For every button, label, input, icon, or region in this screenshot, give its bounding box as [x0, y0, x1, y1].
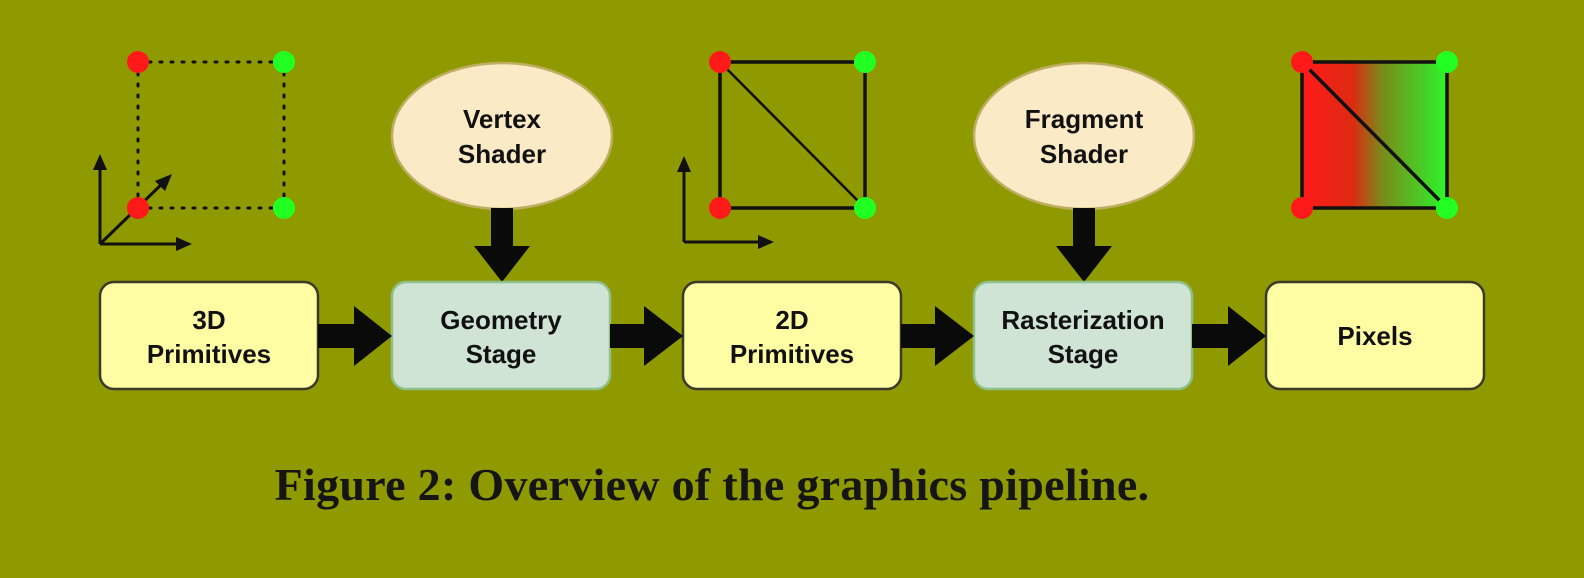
box-geometry-stage-line1: Geometry: [440, 305, 562, 335]
vertex-shader-label-line1: Vertex: [463, 104, 542, 134]
box-3d-primitives-line2: Primitives: [147, 339, 271, 369]
box-2d-primitives: 2D Primitives: [681, 280, 903, 391]
vertex-shader-node: Vertex Shader: [390, 61, 614, 211]
3d-primitive-icon: [93, 51, 295, 251]
fragment-shader-arrow: [1056, 208, 1112, 282]
fragment-shader-label-line2: Shader: [1040, 139, 1128, 169]
vertex-shader-arrow: [474, 208, 530, 282]
figure-caption-text: Figure 2: Overview of the graphics pipel…: [274, 459, 1150, 510]
box-2d-primitives-line2: Primitives: [730, 339, 854, 369]
arrow-geometry-to-2d: [610, 306, 683, 366]
figure-caption: Figure 2: Overview of the graphics pipel…: [0, 458, 1584, 511]
box-2d-primitives-line1: 2D: [775, 305, 808, 335]
box-pixels-label: Pixels: [1337, 321, 1412, 351]
2d-triangulated-quad-icon: [677, 51, 876, 249]
pipeline-diagram: Vertex Shader Fragment Shader 3D Primiti…: [93, 51, 1486, 391]
arrow-rasterization-to-pixels: [1192, 306, 1266, 366]
box-geometry-stage-line2: Stage: [466, 339, 537, 369]
box-3d-primitives: 3D Primitives: [98, 280, 320, 391]
box-rasterization-stage-line2: Stage: [1048, 339, 1119, 369]
fragment-shader-label-line1: Fragment: [1025, 104, 1144, 134]
box-rasterization-stage-line1: Rasterization: [1001, 305, 1164, 335]
vertex-shader-label-line2: Shader: [458, 139, 546, 169]
fragment-shader-node: Fragment Shader: [972, 61, 1196, 211]
box-3d-primitives-line1: 3D: [192, 305, 225, 335]
box-pixels: Pixels: [1264, 280, 1486, 391]
arrow-3d-to-geometry: [318, 306, 392, 366]
arrow-2d-to-rasterization: [901, 306, 974, 366]
box-geometry-stage: Geometry Stage: [390, 280, 612, 391]
rasterized-gradient-quad-icon: [1291, 51, 1458, 219]
box-rasterization-stage: Rasterization Stage: [972, 280, 1194, 391]
